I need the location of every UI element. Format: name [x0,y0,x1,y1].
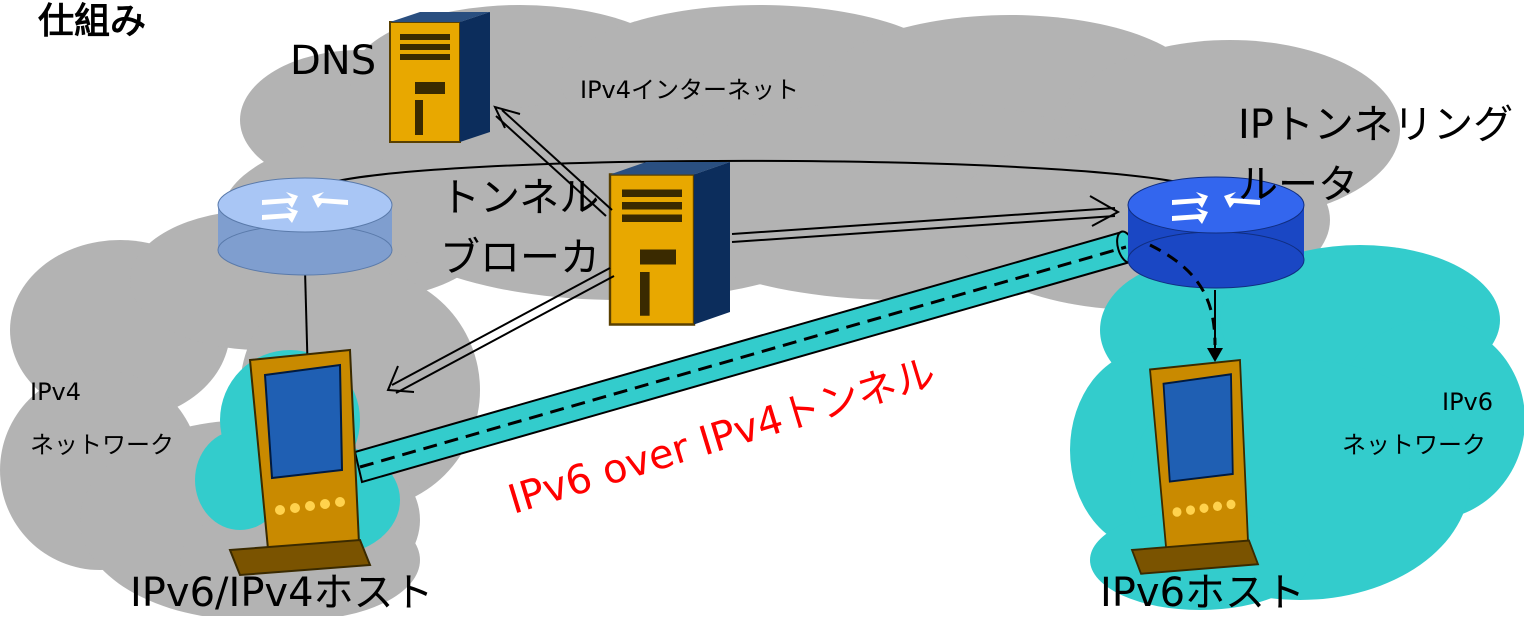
ipv6-network-label-line1: IPv6 [1442,388,1494,416]
router-link-arc [309,159,1216,196]
ipv4-internet-label: IPv4インターネット [580,76,800,104]
tunnel-broker-label-line1: トンネル [440,175,600,221]
ipv6-route-dashed [1149,243,1217,346]
ip-tunneling-router-label-line1: IPトンネリング [1238,102,1514,148]
dns-label: DNS [290,38,377,84]
broker-dns-arrow [493,105,613,217]
broker-host-arrow [386,267,615,394]
ipv6-host-label: IPv6ホスト [1100,570,1306,616]
tunnel-broker-server-icon [608,160,732,326]
tunnel-broker-label-line2: ブローカ [440,235,600,281]
broker-router-arrow [731,195,1121,243]
ip-tunneling-router-label-line2: ルータ [1238,162,1358,208]
router-ipv6host-arrowhead [1207,348,1223,362]
page-title: 仕組み [38,1,147,42]
dns-server-icon [389,11,491,143]
ipv6-network-label-line2: ネットワーク [1342,431,1486,459]
left-router-icon [217,177,393,276]
dual-host-label: IPv6/IPv4ホスト [130,570,434,616]
ip-tunneling-router-icon [1127,176,1305,289]
ipv4-network-label-line2: ネットワーク [30,431,174,459]
ipv4-network-label-line1: IPv4 [30,378,82,406]
